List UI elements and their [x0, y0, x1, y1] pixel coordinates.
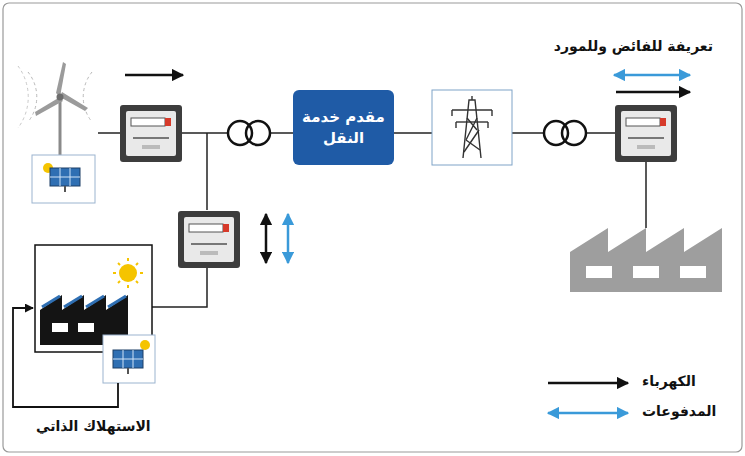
tariff-label: تعريفة للفائض وللمورد — [552, 38, 715, 54]
legend-sample — [548, 412, 628, 415]
grey-factory — [570, 228, 722, 292]
self-consumption-loop — [13, 308, 118, 407]
transformer-symbol — [228, 121, 270, 145]
service-provider-box: مقدم خدمة النقل — [293, 90, 394, 165]
self-consumption-factory — [35, 245, 155, 383]
transmission-tower — [432, 90, 512, 165]
solar-panel — [32, 155, 95, 203]
electricity-arrow — [616, 91, 690, 94]
legend-text: المدفوعات — [640, 403, 718, 419]
payment-arrow — [287, 214, 290, 263]
self-consumption-label: الاستهلاك الذاتي — [34, 418, 153, 434]
meter — [178, 211, 240, 268]
legend-sample — [548, 382, 628, 385]
legend-text: الكهرباء — [640, 373, 698, 389]
wind-turbine — [18, 62, 92, 155]
outer-frame — [3, 3, 742, 452]
electricity-arrow — [265, 214, 268, 263]
transformer-symbol — [544, 121, 586, 145]
meter — [120, 105, 182, 162]
payment-arrow — [614, 74, 690, 77]
node-title: مقدم خدمة النقل — [293, 103, 394, 152]
meter — [615, 105, 677, 162]
electricity-arrow — [125, 74, 183, 77]
